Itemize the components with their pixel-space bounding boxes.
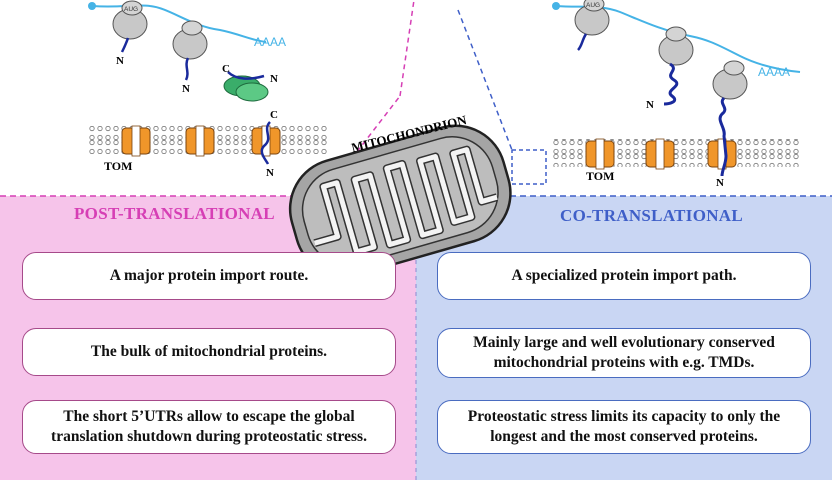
cotranslational-chain (718, 96, 728, 177)
mrna-5prime-cap (552, 2, 560, 10)
ribosome (112, 0, 148, 40)
tom-complex (707, 138, 737, 170)
c-terminus-label: C (270, 109, 278, 121)
imported-chain (260, 121, 271, 165)
tom-complex (645, 138, 675, 170)
post-feature-box: The short 5’UTRs allow to escape the glo… (22, 400, 396, 454)
mitochondrion (288, 124, 512, 278)
tom-label: TOM (104, 159, 132, 173)
ribosome (658, 26, 694, 66)
nascent-chain (120, 37, 130, 53)
nascent-chain (577, 33, 588, 51)
n-terminus-label: N (116, 55, 124, 67)
c-terminus-label: C (222, 63, 230, 75)
aug-codon-label: AUG (124, 6, 138, 13)
n-terminus-label: N (646, 99, 654, 111)
tom-complex (185, 125, 215, 157)
mrna-5prime-cap (88, 2, 96, 10)
co-zoom-line (457, 9, 513, 151)
post-zoom-line-a (345, 95, 401, 167)
co-zoom-box (511, 149, 547, 185)
co-feature-box: Proteostatic stress limits its capacity … (437, 400, 811, 454)
tom-complex (585, 138, 615, 170)
poly-a-tail-label: AAAA (254, 35, 286, 49)
post-zoom-line-b (399, 0, 415, 97)
nascent-helix-chain (663, 62, 679, 106)
ribosome (172, 20, 208, 60)
co-feature-box: A specialized protein import path. (437, 252, 811, 300)
chaperone (235, 82, 269, 102)
n-terminus-label: N (182, 83, 190, 95)
aug-codon-label: AUG (586, 2, 600, 9)
ribosome (574, 0, 610, 36)
n-terminus-label: N (716, 177, 724, 189)
ribosome (712, 60, 748, 100)
n-terminus-label: N (266, 167, 274, 179)
poly-a-tail-label: AAAA (758, 65, 790, 79)
post-feature-box: A major protein import route. (22, 252, 396, 300)
post-feature-box: The bulk of mitochondrial proteins. (22, 328, 396, 376)
co-translational-heading: CO-TRANSLATIONAL (560, 206, 744, 225)
tom-label: TOM (586, 169, 614, 183)
nascent-chain (184, 57, 190, 81)
chaperone-bound-chain (227, 71, 265, 80)
tom-complex (121, 125, 151, 157)
post-translational-heading: POST-TRANSLATIONAL (74, 204, 275, 223)
co-feature-box: Mainly large and well evolutionary conse… (437, 328, 811, 378)
n-terminus-label: N (270, 73, 278, 85)
